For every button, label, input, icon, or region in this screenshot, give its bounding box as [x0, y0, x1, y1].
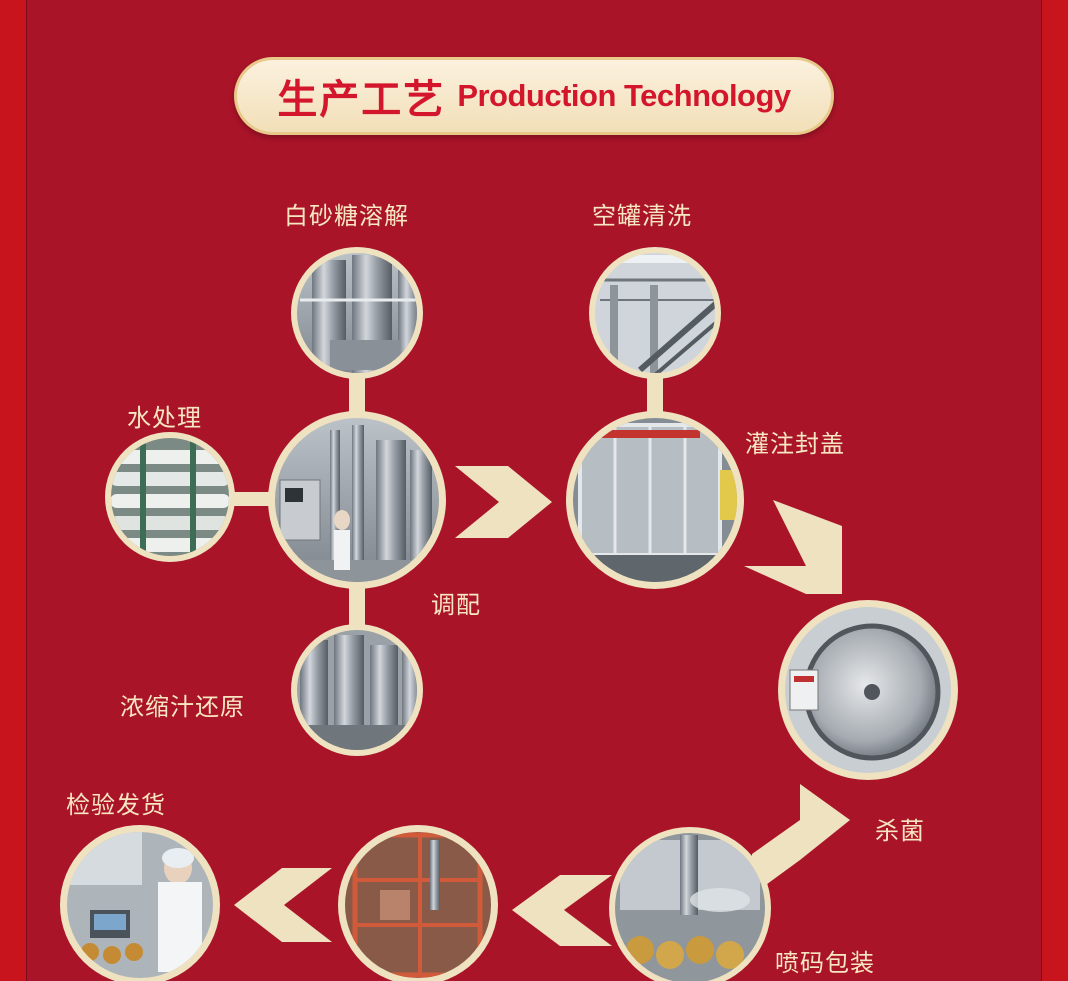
- arrow-fill-to-sterilize: [744, 500, 842, 594]
- label-sugar-dissolve: 白砂糖溶解: [284, 196, 409, 231]
- concentrate-photo: [290, 624, 430, 756]
- inspection-shipping-photo: [60, 825, 222, 981]
- label-sterilization: 杀菌: [875, 811, 925, 846]
- filling-capping-photo: [566, 411, 745, 589]
- arrow-sterilize-to-coding: [752, 784, 850, 895]
- label-blending: 调配: [431, 585, 481, 620]
- can-washing-photo: [589, 247, 725, 380]
- label-filling-capping: 灌注封盖: [745, 424, 845, 459]
- sterilization-photo: [778, 600, 958, 780]
- packing-machine-photo: [338, 825, 500, 981]
- label-can-washing: 空罐清洗: [592, 196, 692, 231]
- blending-photo: [268, 411, 446, 589]
- arrow-coding-to-packing: [512, 875, 612, 946]
- sugar-dissolve-photo: [290, 247, 430, 380]
- arrow-mix-to-fill: [455, 466, 552, 538]
- coding-packing-photo: [609, 827, 771, 981]
- label-inspection-shipping: 检验发货: [66, 785, 166, 820]
- arrow-packing-to-inspect: [234, 868, 332, 942]
- label-concentrate: 浓缩汁还原: [120, 687, 245, 722]
- label-water-treatment: 水处理: [127, 398, 202, 433]
- water-treatment-photo: [105, 432, 235, 562]
- label-coding-packing: 喷码包装: [775, 943, 875, 978]
